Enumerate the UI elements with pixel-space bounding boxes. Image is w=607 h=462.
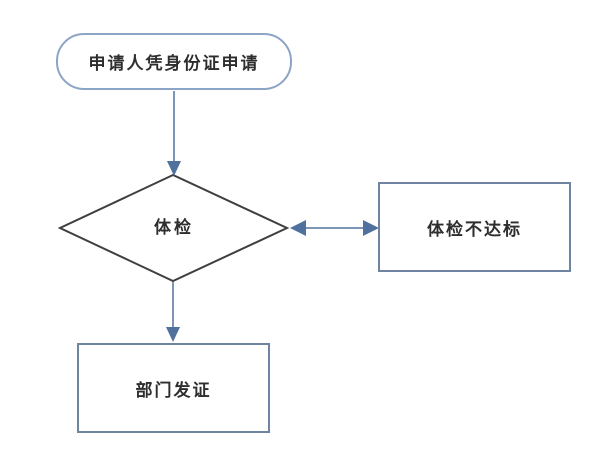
arrow-start-to-decision: [167, 91, 181, 176]
arrow-decision-to-fail: [290, 220, 379, 236]
fail-node-label: 体检不达标: [427, 219, 522, 240]
start-node-label: 申请人凭身份证申请: [88, 54, 260, 74]
arrow-decision-to-issue: [166, 282, 180, 342]
issue-node-label: 部门发证: [135, 380, 212, 401]
start-node: 申请人凭身份证申请: [56, 33, 292, 90]
fail-node: 体检不达标: [378, 182, 571, 272]
issue-node: 部门发证: [77, 343, 270, 433]
decision-node-label: 体检: [154, 218, 194, 238]
